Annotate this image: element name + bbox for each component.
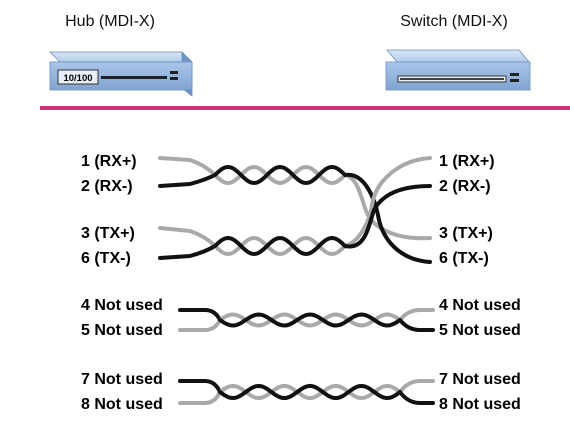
paird-light-left-lead — [178, 390, 222, 405]
pairA-light-left-lead — [158, 156, 217, 177]
left-pin-1-label: 1 (RX+) — [81, 153, 137, 170]
pairc-dark-left-lead — [178, 308, 222, 322]
right-pin-4-label: 4 Not used — [439, 297, 521, 314]
right-pin-2-label: 2 (RX-) — [439, 178, 491, 195]
paird-light-twist — [218, 384, 402, 401]
left-pin-4-label: 4 Not used — [81, 297, 163, 314]
left-pin-7-label: 7 Not used — [81, 371, 163, 388]
left-pin-6-label: 6 (TX-) — [81, 250, 131, 267]
pairB-dark-twist — [213, 236, 347, 256]
right-pin-5-label: 5 Not used — [439, 322, 521, 339]
paird-light-right-lead — [398, 379, 435, 394]
pairA-light-twist — [213, 165, 347, 185]
switch-label: Switch (MDI-X) — [400, 13, 508, 30]
left-pin-8-label: 8 Not used — [81, 396, 163, 413]
divider-line — [40, 106, 570, 110]
pairA-light-cross — [343, 173, 432, 241]
left-pin-5-label: 5 Not used — [81, 322, 163, 339]
left-pin-3-label: 3 (TX+) — [81, 225, 135, 242]
right-pin-1-label: 1 (RX+) — [439, 153, 495, 170]
hub-device: 10/100 — [49, 51, 193, 97]
left-pin-2-label: 2 (RX-) — [81, 178, 133, 195]
pairB-light-cross — [343, 156, 432, 248]
right-pin-labels: 1 (RX+) 2 (RX-) 3 (TX+) 6 (TX-) 4 Not us… — [439, 153, 521, 413]
pairc-light-right-lead — [398, 308, 435, 322]
right-pin-8-label: 8 Not used — [439, 396, 521, 413]
pairc-dark-twist — [218, 312, 402, 328]
right-pin-3-label: 3 (TX+) — [439, 225, 493, 242]
right-pin-6-label: 6 (TX-) — [439, 250, 489, 267]
left-pin-labels: 1 (RX+) 2 (RX-) 3 (TX+) 6 (TX-) 4 Not us… — [81, 153, 163, 413]
pairA-dark-cross — [343, 172, 432, 264]
pairB-light-twist — [213, 236, 347, 256]
pairc-dark-right-lead — [398, 318, 435, 332]
paird-dark-left-lead — [178, 379, 222, 394]
wires — [158, 156, 435, 405]
pairA-dark-twist — [213, 165, 347, 185]
pairc-light-twist — [218, 312, 402, 328]
pairc-light-left-lead — [178, 318, 222, 332]
hub-port-label: 10/100 — [63, 73, 92, 84]
pairA-dark-left-lead — [158, 173, 217, 188]
paird-dark-twist — [218, 383, 402, 400]
hub-label: Hub (MDI-X) — [65, 13, 155, 30]
paird-dark-right-lead — [398, 390, 435, 405]
right-pin-7-label: 7 Not used — [439, 371, 521, 388]
pairB-dark-cross — [343, 184, 432, 249]
pairB-dark-left-lead — [158, 244, 217, 260]
pairB-light-left-lead — [158, 226, 217, 248]
switch-device — [385, 49, 531, 91]
